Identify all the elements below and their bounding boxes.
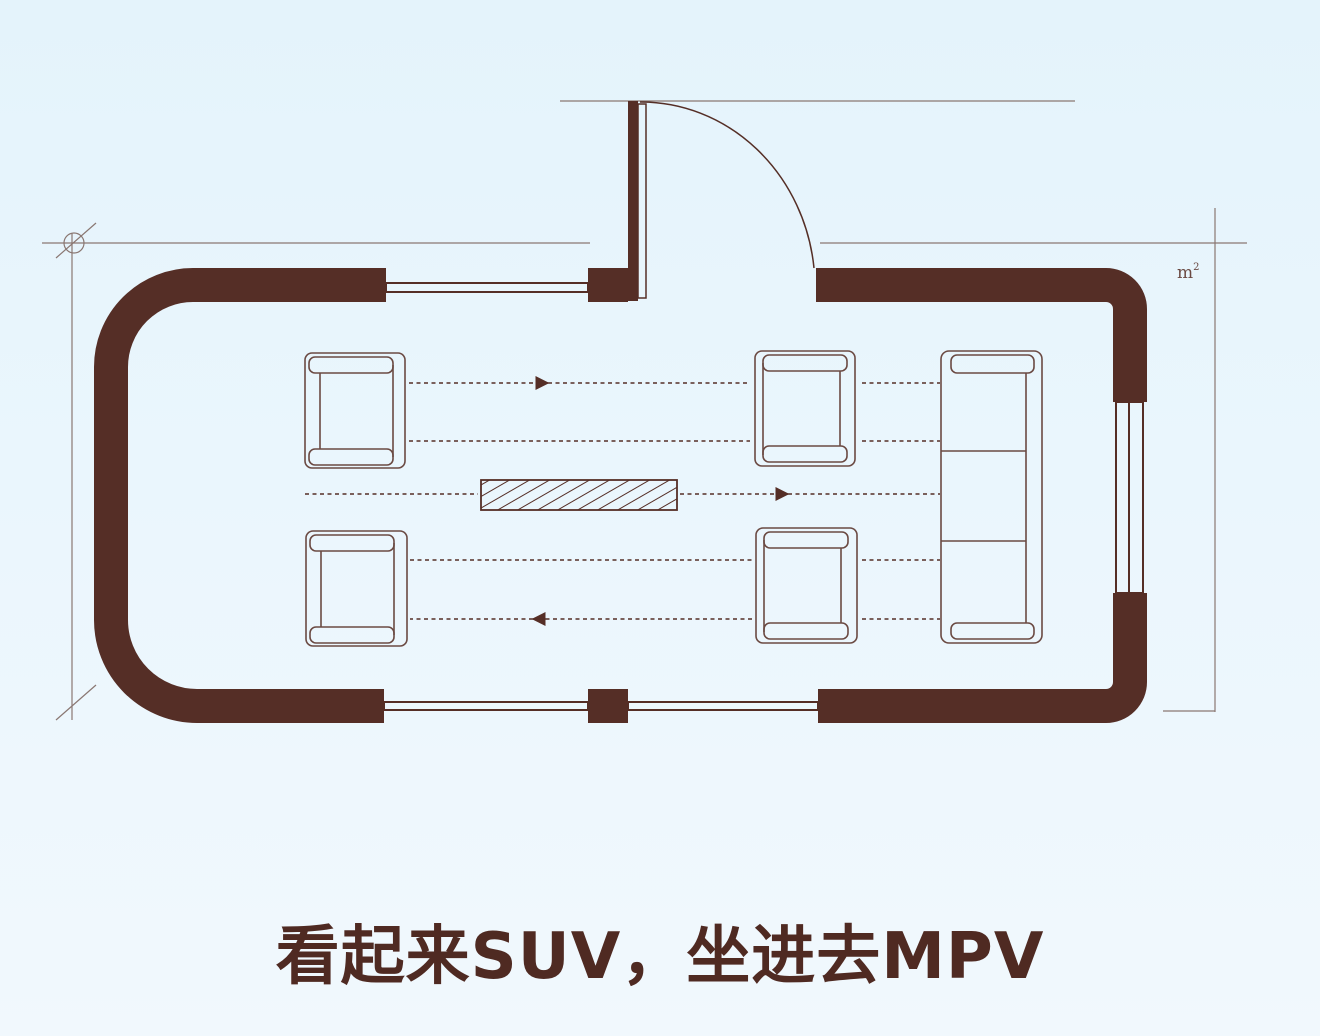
- left-rounded-wall: [94, 268, 386, 723]
- origin-circle-marker: [63, 232, 85, 254]
- vehicle-walls: [94, 268, 1147, 723]
- flow-lines: [305, 376, 940, 626]
- rear-bench-seat: [940, 350, 1043, 644]
- door-panel-inner: [637, 103, 647, 299]
- dimension-lines: [42, 100, 1247, 721]
- door: [628, 101, 815, 301]
- door-swing-arc: [639, 101, 815, 269]
- unit-label: m2: [1177, 262, 1200, 283]
- headline: 看起来SUV，坐进去MPV: [275, 920, 1045, 994]
- right-top-wall: [816, 268, 1147, 402]
- windows: [383, 282, 1144, 711]
- center-console: [480, 479, 678, 511]
- seat-row1-left: [304, 352, 406, 469]
- unit-base: m: [1177, 263, 1193, 283]
- door-panel: [628, 101, 638, 301]
- bottom-right-window: [627, 701, 819, 711]
- seats: [304, 350, 1043, 647]
- seat-row2-right: [755, 527, 858, 644]
- unit-superscript: 2: [1193, 262, 1199, 273]
- seat-row1-right: [305, 530, 408, 647]
- seat-row2-left: [754, 350, 856, 467]
- left-top-tick: [55, 222, 97, 259]
- top-window: [385, 282, 589, 293]
- right-bottom-wall: [818, 593, 1147, 723]
- left-bottom-tick: [55, 684, 97, 721]
- bottom-left-window: [383, 701, 589, 711]
